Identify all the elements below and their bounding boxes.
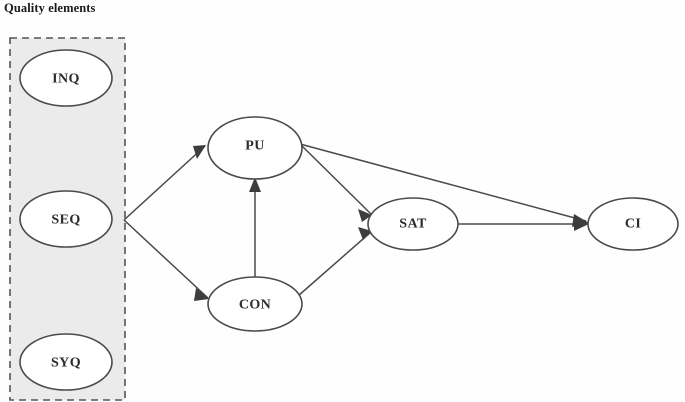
arrowhead-seq-to-con bbox=[194, 288, 209, 301]
node-syq-shape[interactable] bbox=[19, 333, 113, 391]
diagram-caption: Quality elements bbox=[4, 1, 96, 15]
edge-seq-to-pu bbox=[123, 145, 206, 221]
arrowhead-pu-to-sat bbox=[358, 209, 372, 222]
node-ci-shape[interactable] bbox=[587, 197, 679, 251]
edge-seq-to-con bbox=[123, 219, 209, 299]
arrowhead-sat-to-ci bbox=[574, 218, 589, 231]
node-seq[interactable]: SEQ bbox=[19, 190, 113, 248]
node-pu[interactable]: PU bbox=[207, 116, 303, 180]
edge-con-to-sat bbox=[297, 231, 372, 297]
node-ci[interactable]: CI bbox=[587, 197, 679, 251]
node-inq[interactable]: INQ bbox=[19, 49, 113, 107]
arrowhead-con-to-pu bbox=[249, 177, 261, 192]
node-sat-shape[interactable] bbox=[367, 197, 459, 251]
arrowhead-seq-to-pu bbox=[193, 145, 206, 159]
node-sat-label: SAT bbox=[399, 217, 427, 232]
edge-pu-to-ci bbox=[299, 143, 587, 222]
node-seq-shape[interactable] bbox=[19, 190, 113, 248]
node-syq[interactable]: SYQ bbox=[19, 333, 113, 391]
edges-layer bbox=[123, 143, 587, 299]
node-inq-label: INQ bbox=[52, 72, 80, 87]
node-pu-label: PU bbox=[245, 139, 264, 154]
edge-pu-to-sat bbox=[299, 143, 372, 215]
node-seq-label: SEQ bbox=[51, 213, 80, 228]
node-con[interactable]: CON bbox=[207, 276, 303, 332]
node-inq-shape[interactable] bbox=[19, 49, 113, 107]
node-syq-label: SYQ bbox=[51, 356, 81, 371]
node-ci-label: CI bbox=[625, 217, 641, 232]
node-sat[interactable]: SAT bbox=[367, 197, 459, 251]
node-pu-shape[interactable] bbox=[207, 116, 303, 180]
node-con-label: CON bbox=[239, 298, 271, 313]
node-con-shape[interactable] bbox=[207, 276, 303, 332]
